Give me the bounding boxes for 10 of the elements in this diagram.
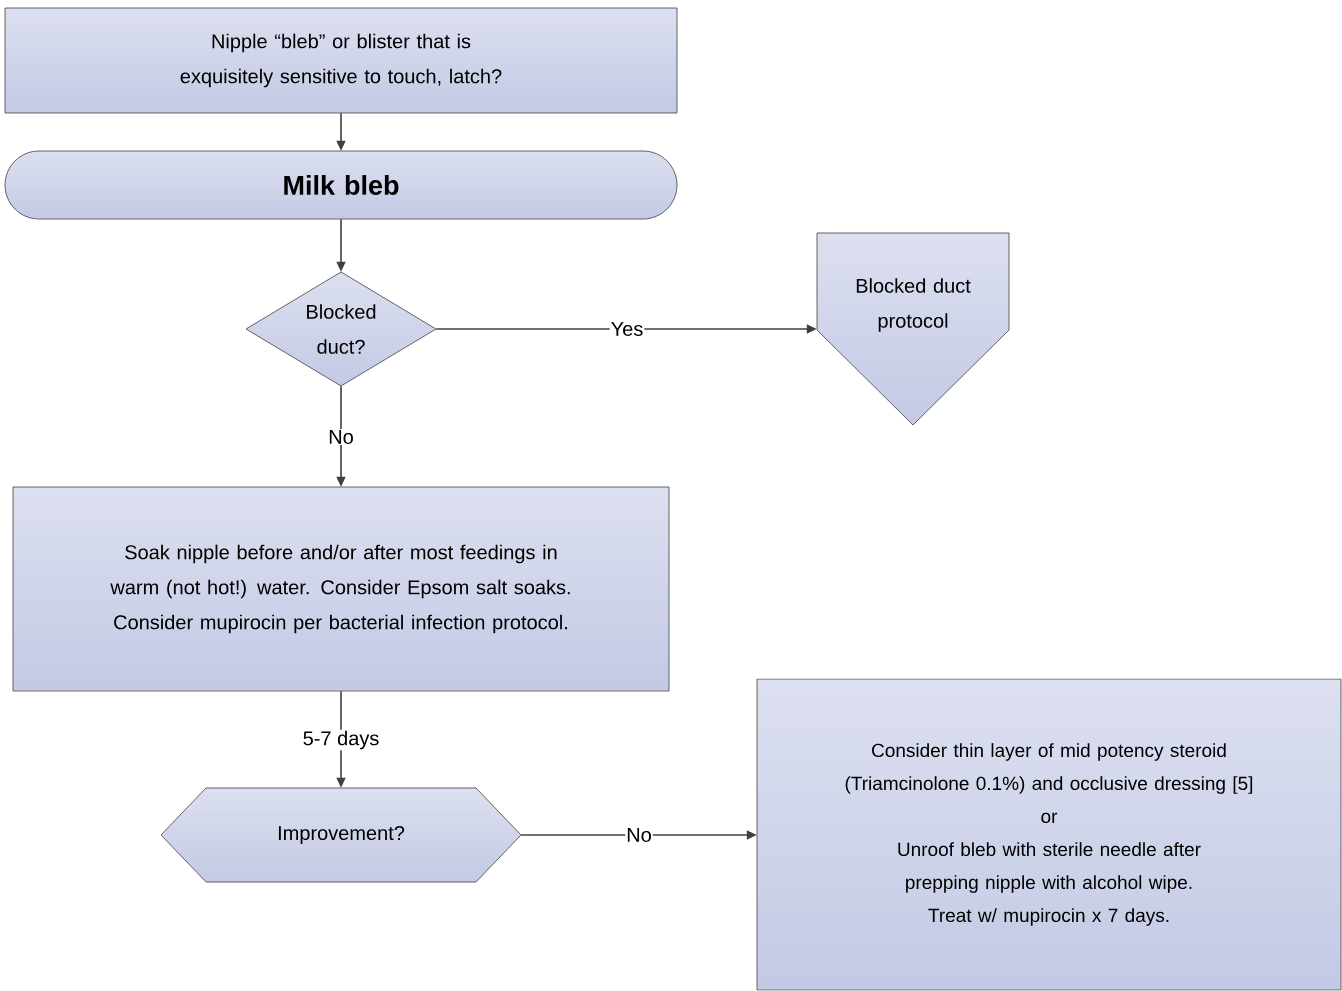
preparation-hexagon: Improvement? [160,787,522,883]
edge-label: No [625,827,653,843]
edge-label: Yes [609,321,645,337]
process-box: Soak nipple before and/or after most feedings in warm (not hot!) water. Consider Epsom salt soaks. Consider mupirocin per bacterial infection protocol. [12,486,670,692]
process-box: Consider thin layer of mid potency steroid (Triamcinolone 0.1%) and occlusive dressing [5] or Unroof bleb with sterile needle after prepping nipple with alcohol wipe. Treat w/ mupirocin x 7 days. [756,678,1342,991]
off-page-connector: Blocked duct protocol [816,232,1010,426]
edge-label: No [327,429,355,445]
edge-label: 5-7 days [301,729,381,751]
process-box: Nipple “bleb” or blister that is exquisitely sensitive to touch, latch? [4,7,678,114]
terminator-box: Milk bleb [4,150,678,220]
